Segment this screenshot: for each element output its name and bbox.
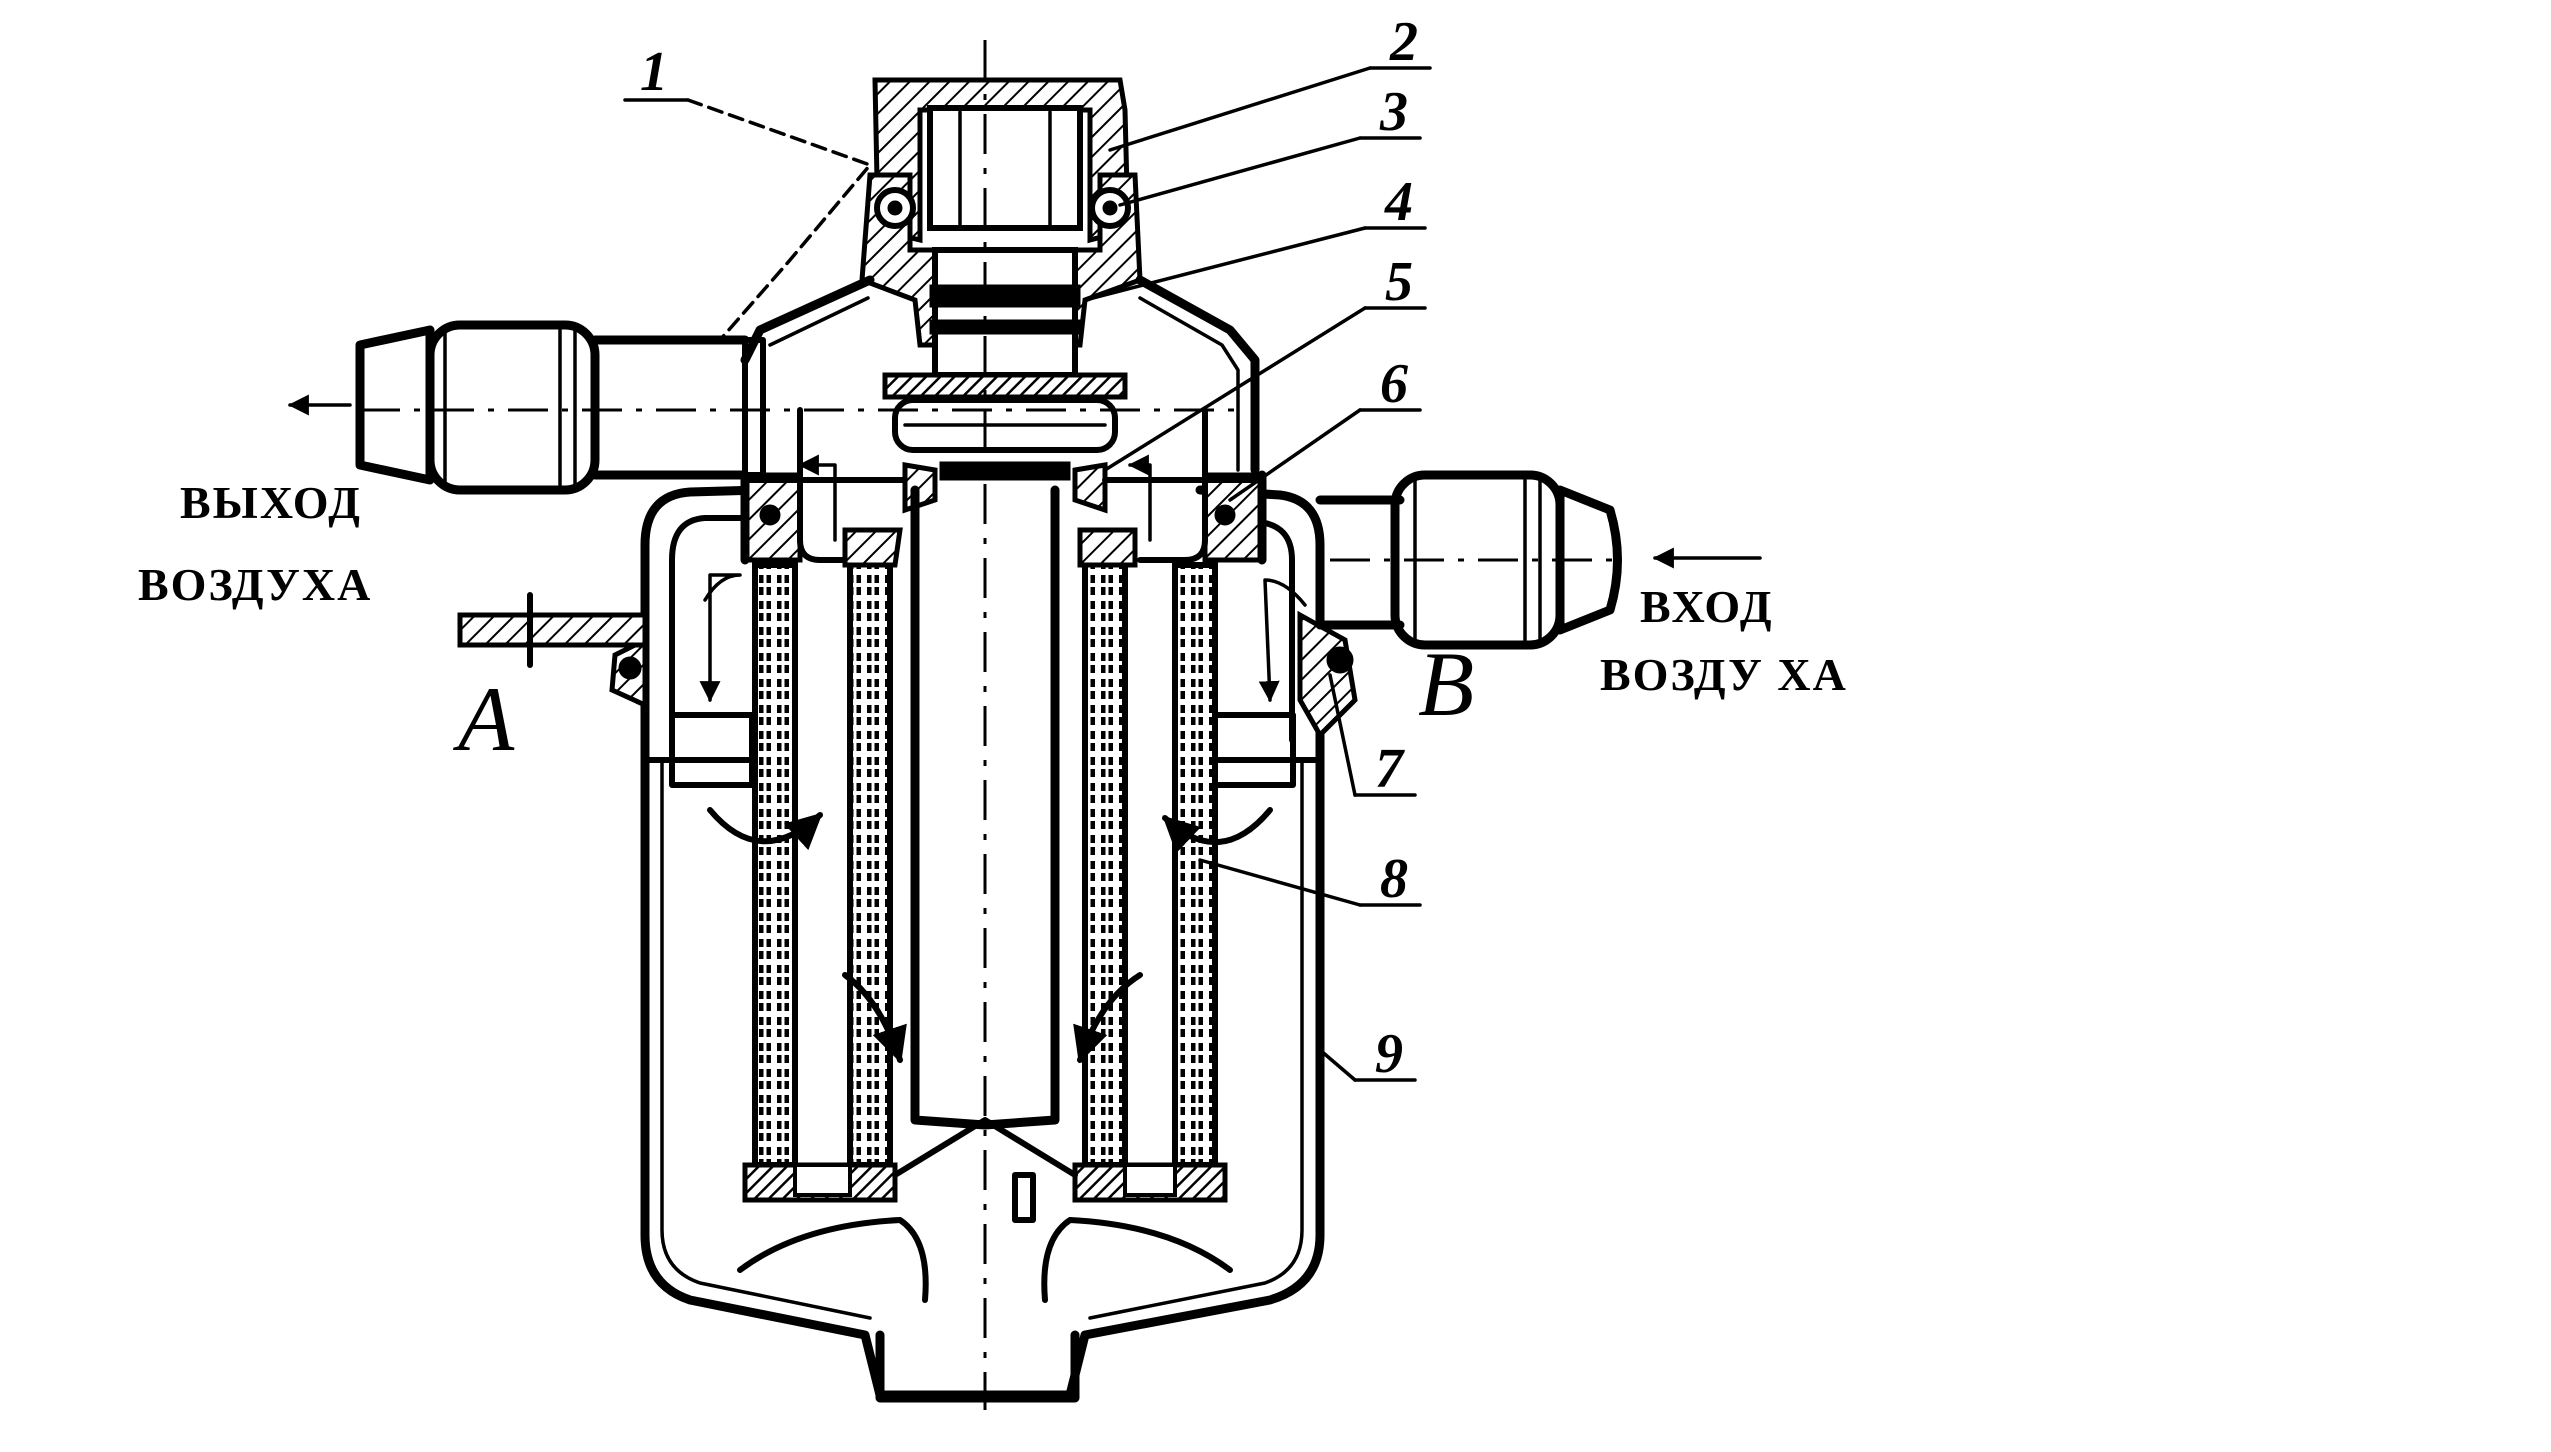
leader-7 — [1328, 673, 1357, 797]
part-label-5: 5 — [1385, 251, 1413, 313]
valve-body-right — [1072, 462, 1108, 514]
seal-3-left-core — [887, 200, 903, 216]
part-labels: 1 2 3 4 5 6 7 8 9 A B — [452, 11, 1474, 1085]
inlet-caption-line1: ВХОД — [1640, 581, 1774, 632]
outlet-pipe-stub — [742, 337, 766, 478]
bowl-inner-line-right — [1088, 758, 1304, 1320]
part-label-4: 4 — [1384, 171, 1413, 233]
head-right-shoulder — [1195, 485, 1325, 765]
flow-arrows — [287, 394, 1762, 1064]
port-label-b: B — [1418, 633, 1474, 735]
cartridge-bottom-left-inner — [793, 1163, 852, 1197]
cartridge-top-right — [1077, 527, 1138, 568]
gasket-left-ring — [759, 504, 781, 526]
cartridge-top-left — [842, 527, 903, 568]
leader-3 — [1118, 136, 1362, 207]
outlet-nipple — [355, 325, 435, 485]
mounting-lug — [457, 612, 648, 648]
bottom-flow-left — [737, 1217, 929, 1303]
gasket-6 — [939, 461, 1071, 481]
seal-left-oring — [618, 656, 642, 680]
valve-body — [902, 462, 938, 514]
gasket-6-ring — [1214, 504, 1236, 526]
flow-channel-left — [797, 407, 873, 563]
part-label-9: 9 — [1375, 1023, 1403, 1085]
part-label-2: 2 — [1389, 11, 1418, 73]
head-dome-left — [740, 275, 875, 365]
center-tube-bottom-cone — [892, 1117, 1078, 1178]
leader-9 — [1318, 1048, 1357, 1082]
cartridge-outer-left — [752, 562, 798, 1168]
part-label-8: 8 — [1380, 848, 1408, 910]
flow-arrow-swirl-right — [1162, 807, 1273, 854]
housing-body — [457, 485, 1358, 1403]
flow-arrow-down-left — [699, 573, 742, 703]
band-window-left — [669, 712, 755, 788]
flow-arrow-up-right — [1127, 454, 1152, 542]
bowl-outline — [640, 755, 1325, 1400]
center-tube-pin — [1012, 1172, 1036, 1223]
flow-arrow-swirl-left — [707, 807, 823, 851]
top-cap-assembly — [740, 77, 1267, 565]
flow-arrow-inner-left — [842, 972, 907, 1064]
valve-spindle — [932, 247, 1078, 378]
head-top-band — [740, 470, 1267, 565]
flow-arrow-up-left — [797, 454, 837, 542]
leader-1 — [686, 98, 872, 342]
cartridge-bottom-right-inner — [1123, 1163, 1177, 1197]
cap-bore — [927, 105, 1083, 231]
head-left-shoulder — [640, 485, 765, 765]
valve-collar — [929, 284, 1081, 308]
center-tube — [910, 485, 1060, 1130]
seal-3-right-core — [1102, 200, 1118, 216]
part-label-7: 7 — [1375, 738, 1405, 800]
outlet-pipe — [590, 335, 750, 480]
valve-collar-2 — [929, 319, 1081, 335]
outlet-caption-line1: ВЫХОД — [180, 477, 362, 528]
leader-5 — [1103, 306, 1367, 472]
seal-7 — [1297, 610, 1358, 740]
flow-channel-right — [1137, 407, 1208, 563]
inlet-pipe — [1315, 495, 1405, 630]
bottom-flow-right — [1041, 1217, 1233, 1303]
leader-lines — [623, 66, 1432, 1082]
cartridge-inner-left — [847, 557, 893, 1168]
band-window-right — [1212, 712, 1296, 788]
cartridge-inner-right — [1082, 557, 1128, 1168]
leader-8 — [1198, 858, 1362, 907]
leader-2 — [1108, 66, 1372, 152]
flow-arrow-inner-right — [1073, 972, 1143, 1064]
bowl-inner-line — [660, 758, 872, 1320]
filter-element — [360, 40, 1620, 1410]
head-left-inner — [669, 515, 748, 743]
seal-7-oring — [1326, 646, 1354, 674]
drain-boss — [875, 1330, 1080, 1403]
part-label-3: 3 — [1379, 81, 1408, 143]
part-label-1: 1 — [640, 41, 668, 103]
cartridge-outer-right — [1172, 562, 1218, 1168]
head-dome-right — [1135, 275, 1260, 475]
outlet-caption-line2: ВОЗДУХА — [138, 559, 372, 610]
part-label-6: 6 — [1380, 353, 1408, 415]
leader-6 — [1228, 408, 1362, 502]
head-dome-right-inner — [1138, 296, 1240, 472]
flow-arrow-down-right — [1258, 578, 1307, 703]
captions: ВЫХОД ВОЗДУХА ВХОД ВОЗДУ ХА — [138, 477, 1848, 700]
inlet-caption-line2: ВОЗДУ ХА — [1600, 649, 1848, 700]
leader-4 — [1083, 226, 1367, 302]
outlet-nut — [425, 320, 600, 495]
head-dome-left-inner — [768, 296, 870, 347]
valve-seat — [882, 372, 1128, 400]
outlet-port — [355, 320, 766, 495]
inlet-nipple — [1555, 485, 1622, 635]
port-label-a: A — [452, 668, 515, 770]
